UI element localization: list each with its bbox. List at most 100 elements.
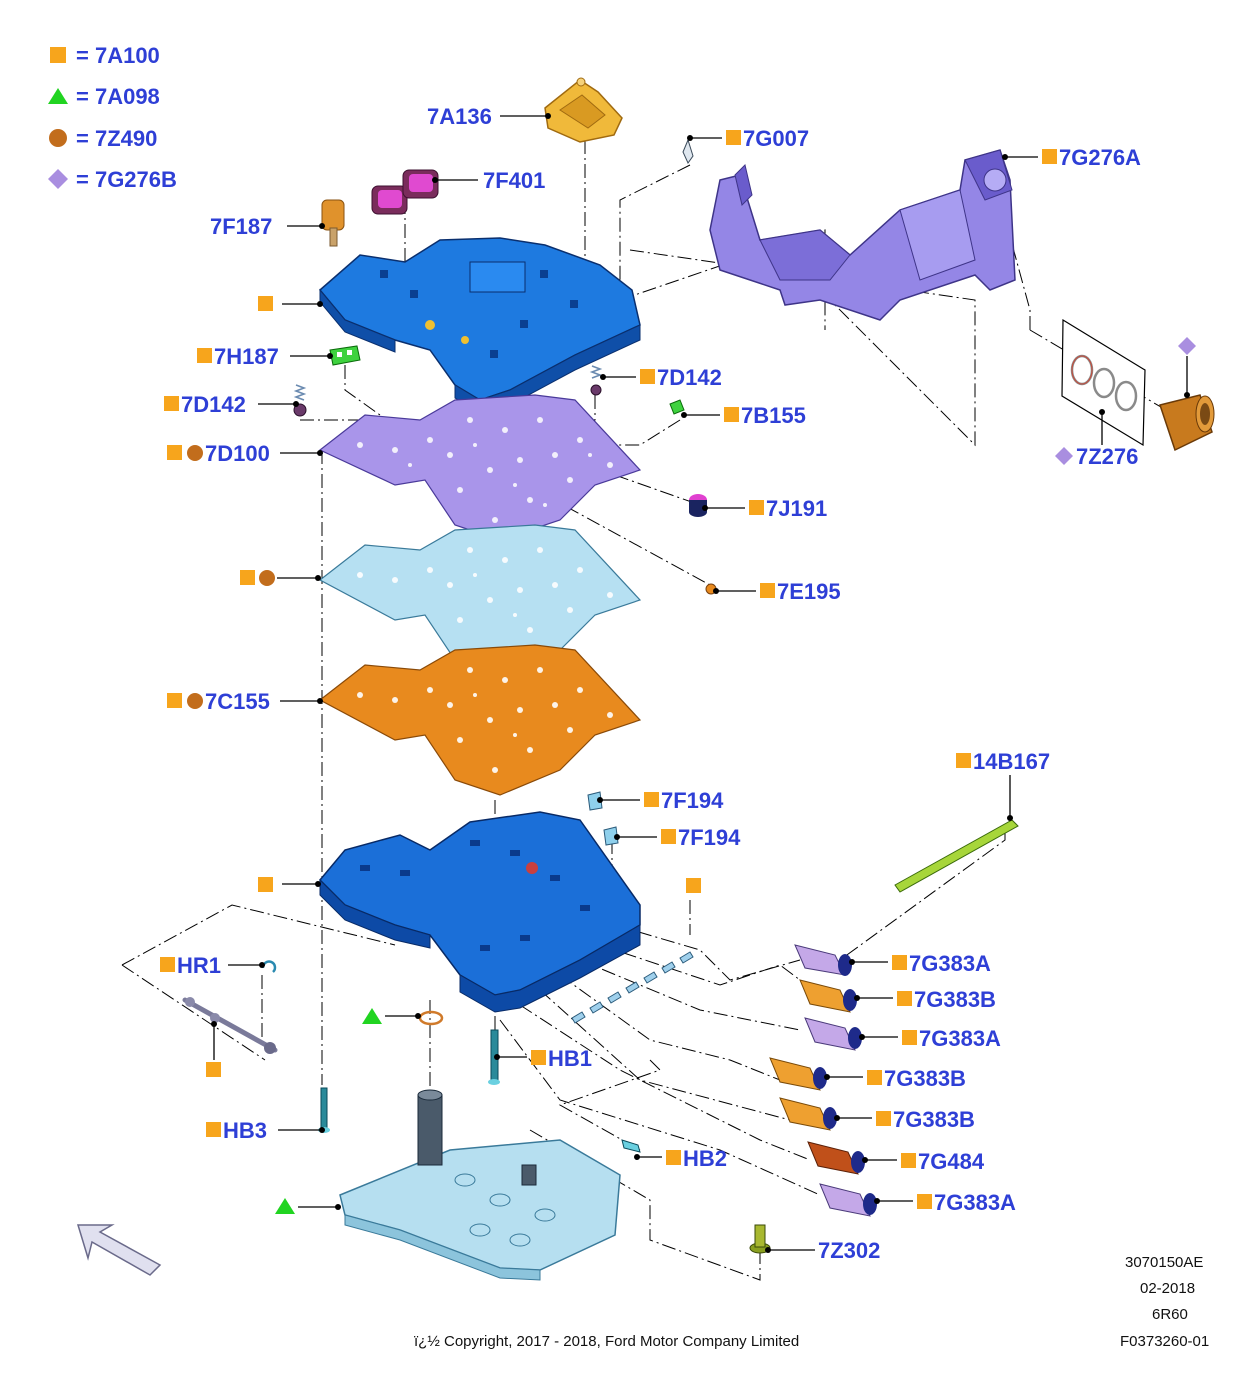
callout-7D142-left: 7D142 (164, 392, 299, 417)
label-7G276A: 7G276A (1059, 145, 1141, 170)
part-upper-valve-body (318, 237, 641, 414)
part-7D142-right (589, 365, 603, 396)
callout-7F187: 7F187 (210, 214, 325, 239)
part-7D100-plate (318, 394, 642, 541)
callout-HR1: HR1 (160, 953, 265, 978)
callout-7D142-right: 7D142 (600, 365, 722, 390)
label-HB2: HB2 (683, 1146, 727, 1171)
label-HB3: HB3 (223, 1118, 267, 1143)
part-HB2 (621, 1139, 641, 1153)
label-7G383B-1: 7G383B (914, 987, 996, 1012)
legend-7G276B: = 7G276B (76, 167, 177, 192)
label-7F194-a: 7F194 (661, 788, 724, 813)
label-7G383A-2: 7G383A (919, 1026, 1001, 1051)
solenoid-7G383B-1 (799, 979, 857, 1013)
solenoid-7G383A-1 (794, 944, 852, 976)
label-7C155: 7C155 (205, 689, 270, 714)
part-7J191 (689, 494, 707, 517)
callout-upper-valve-body (258, 296, 323, 311)
callout-7J191: 7J191 (702, 496, 827, 521)
part-7B155 (669, 399, 685, 415)
solenoid-7G383A-3 (819, 1183, 877, 1217)
part-7G276A (709, 149, 1016, 321)
callout-7G383B-3: 7G383B (834, 1107, 975, 1132)
part-14B167 (894, 819, 1019, 893)
label-7J191: 7J191 (766, 496, 827, 521)
legend-7A100: = 7A100 (76, 43, 160, 68)
callout-14B167: 14B167 (956, 749, 1050, 821)
callout-7C155: 7C155 (167, 689, 323, 714)
label-7H187: 7H187 (214, 344, 279, 369)
callout-7G383A-2: 7G383A (859, 1026, 1001, 1051)
label-7D142-right: 7D142 (657, 365, 722, 390)
callout-7D100: 7D100 (167, 441, 323, 466)
callout-7A136: 7A136 (427, 104, 551, 129)
legend: = 7A100 = 7A098 = 7Z490 = 7G276B (48, 43, 177, 192)
label-7F401: 7F401 (483, 168, 545, 193)
front-direction-arrow-icon (76, 1224, 162, 1276)
part-solenoids (769, 944, 877, 1217)
legend-7Z490: = 7Z490 (76, 126, 157, 151)
callout-7G383A-1: 7G383A (849, 951, 991, 976)
part-7G276B (1159, 394, 1215, 452)
label-7G383B-2: 7G383B (884, 1066, 966, 1091)
label-7D100: 7D100 (205, 441, 270, 466)
legend-square-marker (50, 47, 66, 63)
legend-triangle-marker (48, 88, 68, 104)
part-solenoid-clips (571, 951, 694, 1024)
label-7Z276: 7Z276 (1076, 444, 1138, 469)
footer-date: 02-2018 (1140, 1280, 1195, 1297)
footer-copyright: ï¿½ Copyright, 2017 - 2018, Ford Motor C… (414, 1333, 799, 1350)
footer: 3070150AE 02-2018 6R60 F0373260-01 ï¿½ C… (414, 1254, 1209, 1350)
part-7G007 (682, 138, 694, 164)
label-7E195: 7E195 (777, 579, 841, 604)
part-7D142-left (293, 384, 307, 417)
callout-7F194-a: 7F194 (597, 788, 724, 813)
label-7G383A-3: 7G383A (934, 1190, 1016, 1215)
callout-HB2: HB2 (634, 1146, 727, 1171)
part-oil-pan (339, 1089, 621, 1281)
guide-lines (121, 140, 1201, 1281)
part-7H187 (329, 345, 361, 366)
solenoid-7G383B-3 (779, 1097, 837, 1131)
callout-7G383B-1: 7G383B (854, 987, 996, 1012)
callout-7G383B-2: 7G383B (824, 1066, 966, 1091)
solenoid-7G383B-2 (769, 1057, 827, 1091)
part-HR1 (182, 960, 278, 1054)
label-7Z302: 7Z302 (818, 1238, 880, 1263)
callout-solenoid-clips (686, 878, 701, 893)
part-7F194-clips (587, 791, 619, 846)
callout-7E195: 7E195 (713, 579, 841, 604)
footer-model: 6R60 (1152, 1306, 1188, 1323)
solenoid-7G383A-2 (804, 1017, 862, 1051)
callout-7Z302: 7Z302 (765, 1238, 880, 1263)
callout-7G276A: 7G276A (1002, 145, 1141, 170)
label-14B167: 14B167 (973, 749, 1050, 774)
label-7F194-b: 7F194 (678, 825, 741, 850)
label-7G007: 7G007 (743, 126, 809, 151)
callout-7G276B (1178, 337, 1196, 398)
callout-7G383A-3: 7G383A (874, 1190, 1016, 1215)
legend-circle-marker (49, 129, 67, 147)
callout-7F194-b: 7F194 (614, 825, 741, 850)
label-7B155: 7B155 (741, 403, 806, 428)
solenoid-7G484 (807, 1141, 865, 1175)
part-HB1 (488, 1029, 500, 1085)
callout-HR1-pin (206, 1021, 221, 1077)
legend-diamond-marker (48, 169, 68, 189)
part-7F401 (371, 169, 439, 215)
callout-7G007: 7G007 (687, 126, 809, 151)
legend-7A098: = 7A098 (76, 84, 160, 109)
part-7F187 (321, 199, 345, 247)
callout-7H187: 7H187 (197, 344, 333, 369)
label-HB1: HB1 (548, 1046, 592, 1071)
label-7F187: 7F187 (210, 214, 272, 239)
part-7Z302 (749, 1224, 771, 1254)
part-7A098-oring (418, 1010, 444, 1026)
label-7A136: 7A136 (427, 104, 492, 129)
part-HB3 (318, 1087, 330, 1133)
callout-light-plate (240, 570, 321, 586)
callout-HB3: HB3 (206, 1118, 325, 1143)
part-7Z276 (1061, 318, 1146, 447)
